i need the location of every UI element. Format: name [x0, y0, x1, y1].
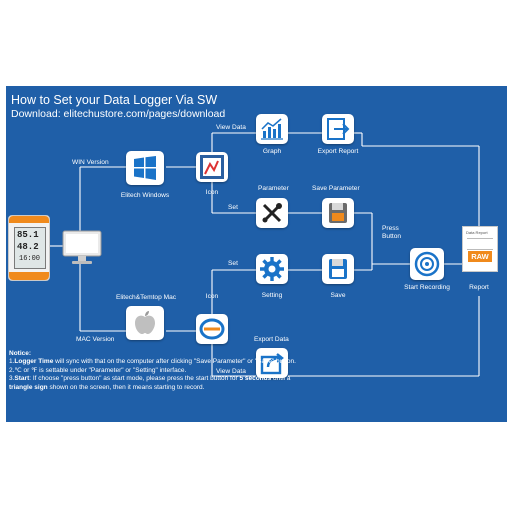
setting-tile[interactable]	[256, 254, 288, 284]
export-data-label: Export Data	[254, 336, 289, 343]
windows-icon	[134, 156, 156, 180]
icon-label-win: Icon	[205, 189, 219, 196]
view-data-top-label: View Data	[216, 124, 246, 131]
download-link[interactable]: Download: elitechustore.com/pages/downlo…	[11, 108, 226, 120]
press-button-label: Press Button	[382, 225, 402, 240]
device-reading-1: 85.1	[17, 230, 39, 240]
elitech-temtop-mac-label: Elitech&Temtop Mac	[115, 294, 177, 301]
save-parameter-tile[interactable]	[322, 198, 354, 228]
report-doc-lines	[467, 238, 493, 250]
save-parameter-label: Save Parameter	[312, 185, 360, 192]
start-recording-label: Start Recording	[404, 284, 450, 291]
graph-tile[interactable]	[256, 114, 288, 144]
notice-3-prefix: 3.	[9, 375, 15, 383]
notice-item-1: 1.Logger Time will sync with that on the…	[9, 358, 309, 366]
notice-item-3: 3.Start: If choose "press button" as sta…	[9, 375, 309, 392]
floppy-disk-icon	[329, 203, 347, 223]
device-bottom-cap	[9, 272, 49, 280]
parameter-tile[interactable]	[256, 198, 288, 228]
device-reading-3: 16:00	[19, 255, 41, 263]
mac-software-icon-tile[interactable]	[196, 314, 228, 344]
elitech-e-icon	[199, 318, 225, 340]
device-reading-2: 48.2	[17, 242, 39, 252]
export-report-label: Export Report	[317, 148, 359, 155]
notice-1-text: will sync with that on the computer afte…	[53, 358, 296, 366]
icon-label-mac: Icon	[205, 293, 219, 300]
data-logger-device: 85.1 48.2 16:00	[8, 215, 50, 281]
apple-logo-tile[interactable]	[126, 306, 164, 340]
apple-icon	[135, 311, 155, 334]
notice-1-bold: Logger Time	[14, 358, 54, 366]
record-disc-icon	[414, 251, 440, 277]
notice-heading: Notice:	[9, 350, 32, 357]
report-label: Report	[469, 284, 489, 291]
share-export-icon	[260, 353, 284, 375]
windows-logo-tile[interactable]	[126, 151, 164, 185]
start-recording-tile[interactable]	[410, 248, 444, 280]
win-version-label: WIN Version	[72, 159, 109, 166]
graph-label: Graph	[262, 148, 282, 155]
notice-3-text-1: : If choose "press button" as start mode…	[29, 375, 240, 383]
floppy-disk-icon	[329, 259, 347, 279]
notice-3-bold-seconds: 5 seconds	[239, 375, 272, 383]
device-top-cap	[9, 216, 49, 223]
export-report-tile[interactable]	[322, 114, 354, 144]
notice-3-bold-triangle: triangle sign	[9, 383, 48, 391]
setting-label: Setting	[261, 292, 283, 299]
set-top-label: Set	[228, 204, 238, 211]
notice-1-prefix: 1.	[9, 358, 15, 366]
export-data-tile[interactable]	[256, 348, 288, 378]
save-tile[interactable]	[322, 254, 354, 284]
report-document-tile[interactable]: Data Report RAW	[462, 226, 498, 272]
diagram-panel: How to Set your Data Logger Via SW Downl…	[6, 86, 507, 422]
mac-version-label: MAC Version	[76, 336, 115, 343]
save-label: Save	[330, 292, 346, 299]
page-title: How to Set your Data Logger Via SW	[11, 93, 218, 107]
parameter-label: Parameter	[258, 185, 289, 192]
notice-3-bold-start: Start	[14, 375, 30, 383]
report-doc-header: Data Report	[466, 230, 488, 235]
export-icon	[327, 118, 350, 140]
raw-badge: RAW	[468, 251, 492, 262]
gear-icon	[260, 257, 284, 281]
graph-icon	[261, 118, 283, 140]
notice-3-text-3: shown on the screen, then it means start…	[47, 383, 205, 391]
view-data-bottom-label: View Data	[216, 368, 246, 375]
tools-icon	[262, 203, 282, 223]
flow-connectors	[50, 132, 480, 377]
windows-software-icon-tile[interactable]	[196, 152, 228, 182]
software-icon	[200, 155, 224, 179]
notice-block: Notice: 1.Logger Time will sync with tha…	[9, 350, 309, 392]
computer-monitor-icon	[62, 230, 102, 266]
elitech-windows-label: Elitech Windows	[120, 192, 170, 199]
notice-3-text-2: until a	[271, 375, 291, 383]
device-screen: 85.1 48.2 16:00	[14, 227, 46, 269]
set-bottom-label: Set	[228, 260, 238, 267]
notice-item-2: 2.℃ or ℉ is settable under "Parameter" o…	[9, 366, 187, 374]
